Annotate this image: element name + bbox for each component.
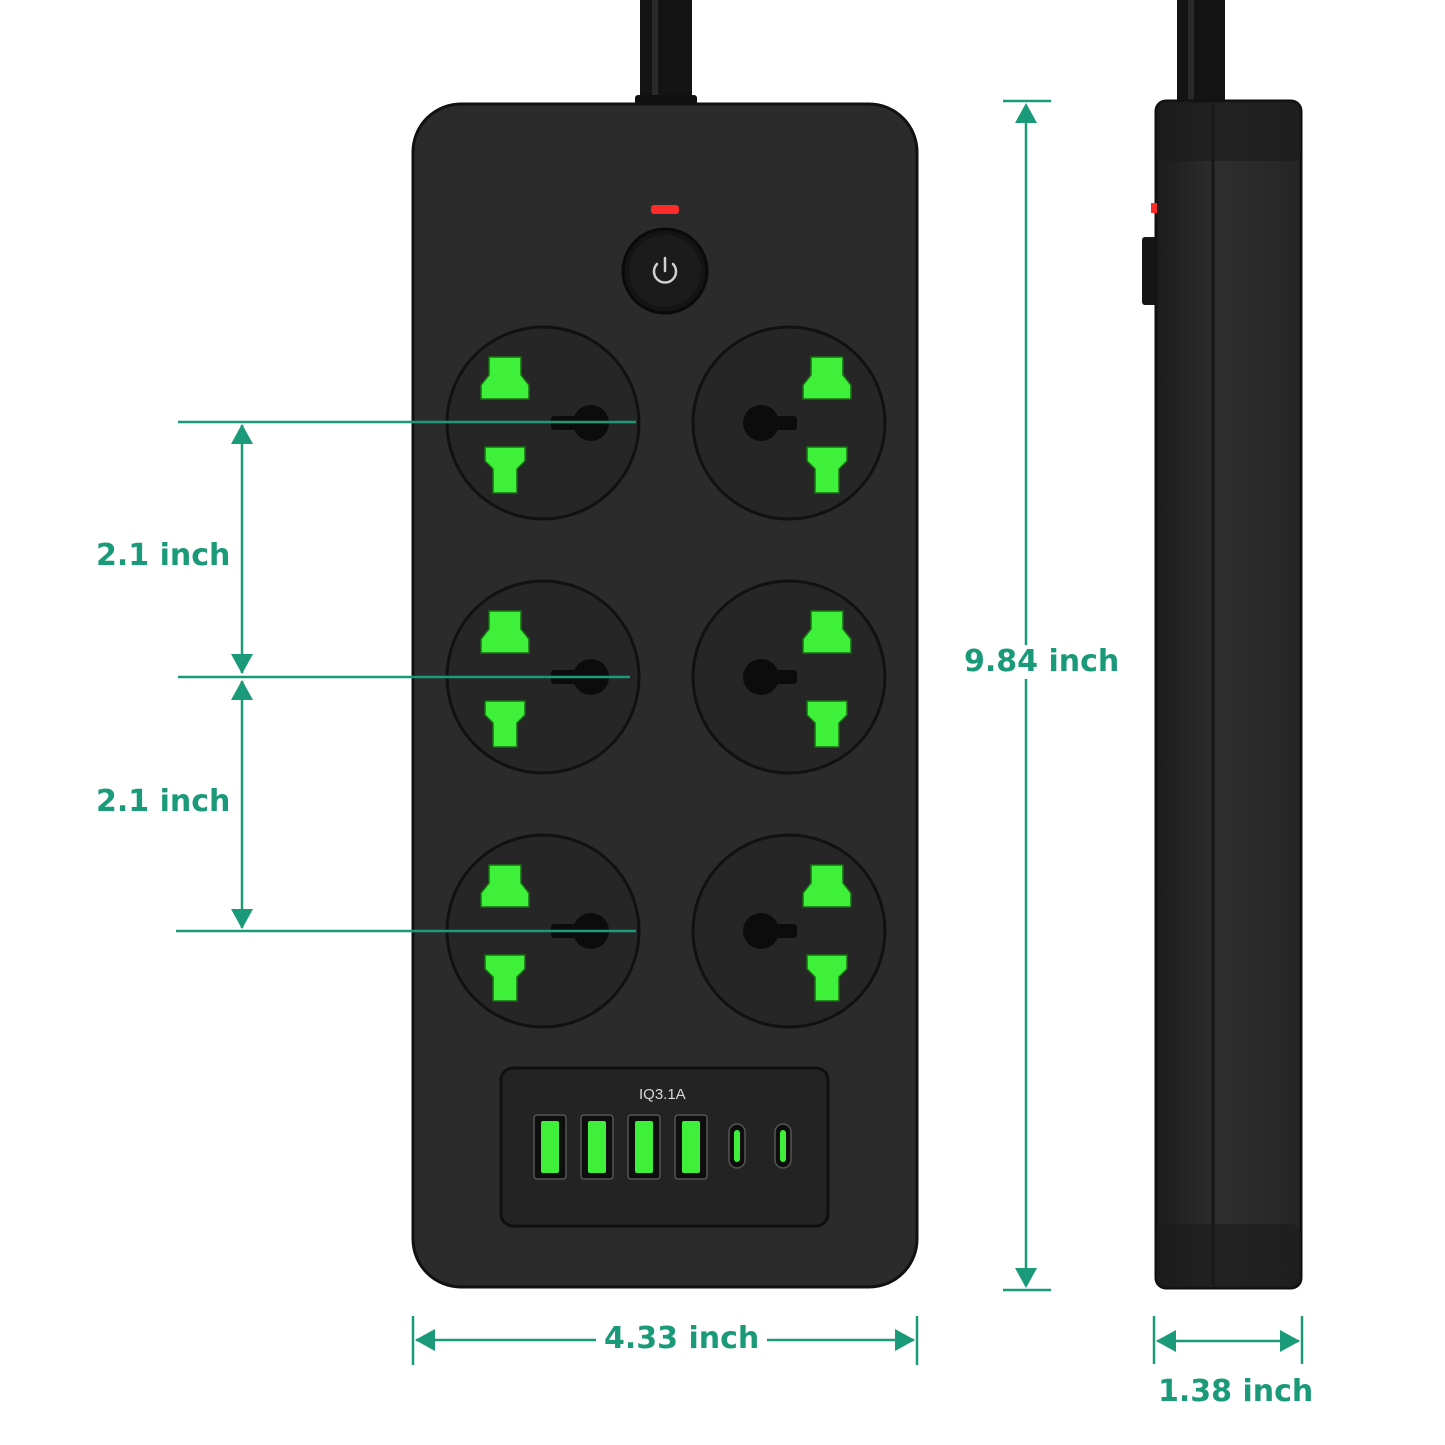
outlet-slot bbox=[480, 356, 530, 400]
outlet-slot bbox=[806, 954, 848, 1002]
outlet-slot bbox=[484, 700, 526, 748]
height-label: 9.84 inch bbox=[964, 644, 1120, 679]
arrowhead bbox=[415, 1329, 435, 1351]
usb-panel-label: IQ3.1A bbox=[639, 1086, 686, 1103]
arrowhead bbox=[231, 424, 253, 444]
outlet-slot bbox=[484, 446, 526, 494]
usb-a-port-1[interactable] bbox=[533, 1114, 567, 1180]
ac-outlet-6[interactable] bbox=[691, 833, 887, 1029]
ac-outlet-2[interactable] bbox=[691, 325, 887, 521]
power-icon bbox=[652, 256, 678, 284]
depth-label: 1.38 inch bbox=[1158, 1374, 1314, 1409]
outlet-hole bbox=[743, 913, 779, 949]
dimension-lines bbox=[176, 99, 1304, 1365]
dimension-arrowheads bbox=[231, 103, 1300, 1352]
outlet-hole bbox=[743, 405, 779, 441]
outlet-hole bbox=[743, 659, 779, 695]
outlet-slot bbox=[484, 954, 526, 1002]
arrowhead bbox=[1015, 103, 1037, 123]
outlet-slot bbox=[806, 700, 848, 748]
usb-a-port-4[interactable] bbox=[674, 1114, 708, 1180]
arrowhead bbox=[895, 1329, 915, 1351]
spacing-top-label: 2.1 inch bbox=[96, 538, 231, 573]
side-indicator-led bbox=[1151, 203, 1157, 213]
arrowhead bbox=[1280, 1330, 1300, 1352]
usb-a-port-2[interactable] bbox=[580, 1114, 614, 1180]
usb-a-port-3[interactable] bbox=[627, 1114, 661, 1180]
spacing-bottom-label: 2.1 inch bbox=[96, 784, 231, 819]
power-strip-side bbox=[1142, 0, 1303, 1290]
arrowhead bbox=[231, 909, 253, 929]
power-indicator-led bbox=[651, 205, 679, 214]
ac-outlet-4[interactable] bbox=[691, 579, 887, 775]
power-button[interactable] bbox=[621, 227, 709, 315]
outlet-slot bbox=[802, 610, 852, 654]
outlet-slot bbox=[480, 864, 530, 908]
arrowhead bbox=[231, 680, 253, 700]
outlet-slot bbox=[802, 356, 852, 400]
arrowhead bbox=[231, 654, 253, 674]
outlet-slot bbox=[802, 864, 852, 908]
side-power-switch bbox=[1142, 237, 1157, 305]
outlet-slot bbox=[806, 446, 848, 494]
outlet-slot bbox=[480, 610, 530, 654]
usb-c-port-1[interactable] bbox=[728, 1123, 746, 1169]
arrowhead bbox=[1015, 1268, 1037, 1288]
usb-panel bbox=[499, 1066, 830, 1228]
width-label: 4.33 inch bbox=[596, 1324, 768, 1354]
arrowhead bbox=[1156, 1330, 1176, 1352]
usb-c-port-2[interactable] bbox=[774, 1123, 792, 1169]
power-cable-front bbox=[635, 0, 697, 110]
power-strip-front bbox=[411, 102, 919, 1289]
